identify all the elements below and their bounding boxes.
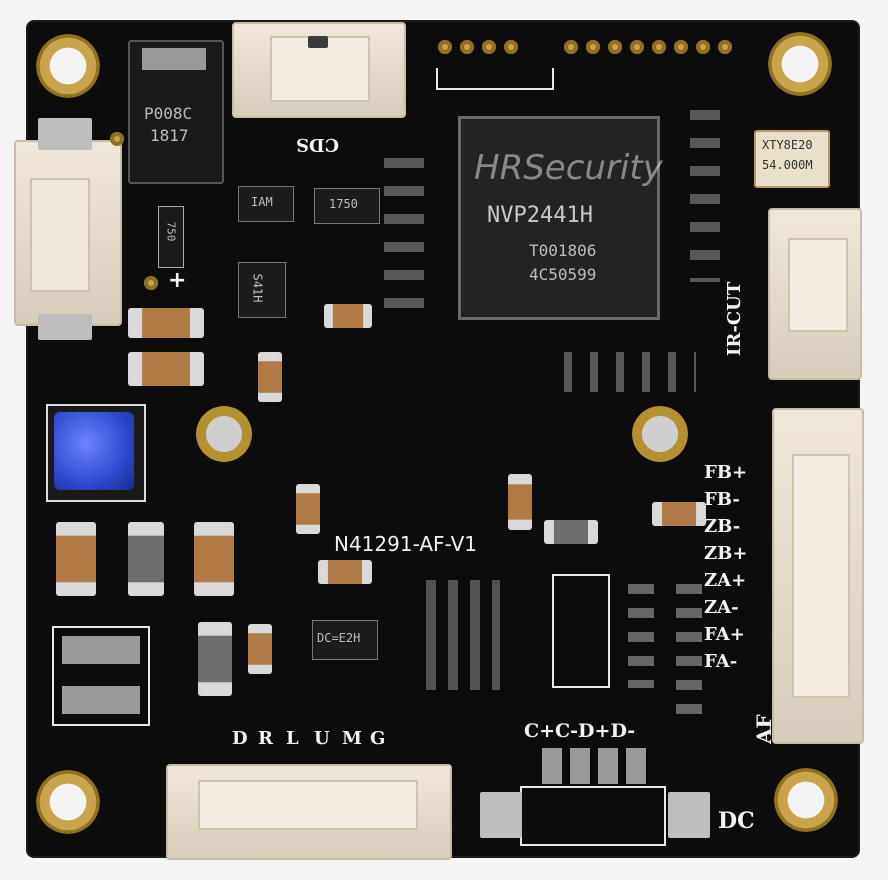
capacitor-12 (318, 560, 372, 584)
bottom-pin-label-u: U (314, 728, 330, 749)
pcb-board: CDS P008C 1817 750 + IAM 1750 S41H NVP24… (14, 22, 864, 860)
left-side-connector (14, 140, 122, 326)
top-pad-outline (436, 68, 554, 90)
bottom-pin-label-l: L (286, 728, 299, 749)
smd-array-right-2 (676, 578, 702, 718)
af-connector (772, 408, 864, 744)
top-gold-pads-left (438, 40, 546, 62)
mounting-hole-top-right (768, 32, 832, 96)
mounting-hole-top-left (36, 34, 100, 98)
ic-s41h: S41H (238, 262, 286, 318)
watermark-text: HRSecurity (474, 148, 663, 188)
inductor-outline (52, 626, 150, 726)
mounting-hole-bottom-left (36, 770, 100, 834)
ir-cut-label: IR-CUT (724, 281, 745, 356)
board-model-label: N41291-AF-V1 (334, 532, 477, 556)
smd-array-center (420, 580, 500, 690)
capacitor-3 (324, 304, 372, 328)
ic-dc-e2h: DC=E2H (312, 620, 378, 660)
af-label: AF (752, 714, 776, 744)
dc-label: DC (718, 808, 755, 834)
dc-connector-outline (520, 786, 666, 846)
af-pin-label-2: FB- (704, 489, 740, 510)
af-pin-label-8: FA- (704, 651, 738, 672)
ic-iam: IAM (238, 186, 294, 222)
bottom-pin-label-g: G (370, 728, 386, 749)
plus-label: + (168, 268, 187, 293)
mounting-hole-bottom-right (774, 768, 838, 832)
resistor-750: 750 (158, 206, 184, 268)
capacitor-7 (198, 622, 232, 696)
bottom-pin-label-m: M (342, 728, 362, 749)
capacitor-1 (128, 308, 204, 338)
cds-connector (232, 22, 406, 118)
jumper-outline (552, 574, 610, 688)
blue-component (46, 404, 146, 502)
bottom-connector (166, 764, 452, 860)
main-chip-nvp2441h: NVP2441H T001806 4C50599 (458, 116, 660, 320)
af-pin-label-3: ZB- (704, 516, 741, 537)
left-pad-1 (38, 118, 92, 150)
diode-text-line2: 1817 (150, 126, 189, 145)
capacitor-14 (544, 520, 598, 544)
af-pin-label-4: ZB+ (704, 543, 748, 564)
ic-1750: 1750 (314, 188, 380, 224)
capacitor-2 (128, 352, 204, 386)
diode-text-line1: P008C (144, 104, 193, 123)
gold-via-right (632, 406, 688, 462)
af-pin-label-7: FA+ (704, 624, 745, 645)
smd-array-left (384, 150, 424, 310)
af-pin-label-1: FB+ (704, 462, 748, 483)
capacitor-13 (652, 502, 706, 526)
af-pin-label-5: ZA+ (704, 570, 747, 591)
capacitor-6 (194, 522, 234, 596)
left-pad-2 (38, 314, 92, 340)
smd-array-right (628, 578, 654, 688)
dc-pins-label: C+C-D+D- (524, 720, 636, 742)
bottom-pin-label-r: R (258, 728, 273, 749)
main-chip-name: NVP2441H (487, 203, 593, 228)
capacitor-8 (248, 624, 272, 674)
main-chip-line1: T001806 (529, 241, 597, 260)
capacitor-10 (258, 352, 282, 402)
dc-pad-left (480, 792, 522, 838)
dc-pads (542, 748, 650, 784)
capacitor-11 (508, 474, 532, 530)
small-via-2 (110, 132, 124, 146)
smd-array-top-right (690, 102, 720, 282)
ir-cut-connector (768, 208, 862, 380)
af-pin-label-6: ZA- (704, 597, 739, 618)
capacitor-5 (128, 522, 164, 596)
main-chip-line2: 4C50599 (529, 265, 597, 284)
dc-pad-right (668, 792, 710, 838)
capacitor-9 (296, 484, 320, 534)
capacitor-4 (56, 522, 96, 596)
crystal-oscillator: XTY8E20 54.000M (754, 130, 830, 188)
cds-label: CDS (296, 134, 339, 155)
small-via (144, 276, 158, 290)
top-gold-pads-right (564, 40, 764, 62)
smd-array-mid (556, 352, 696, 392)
gold-via-left (196, 406, 252, 462)
diode-component: P008C 1817 (128, 40, 224, 184)
bottom-pin-label-d: D (232, 728, 248, 749)
